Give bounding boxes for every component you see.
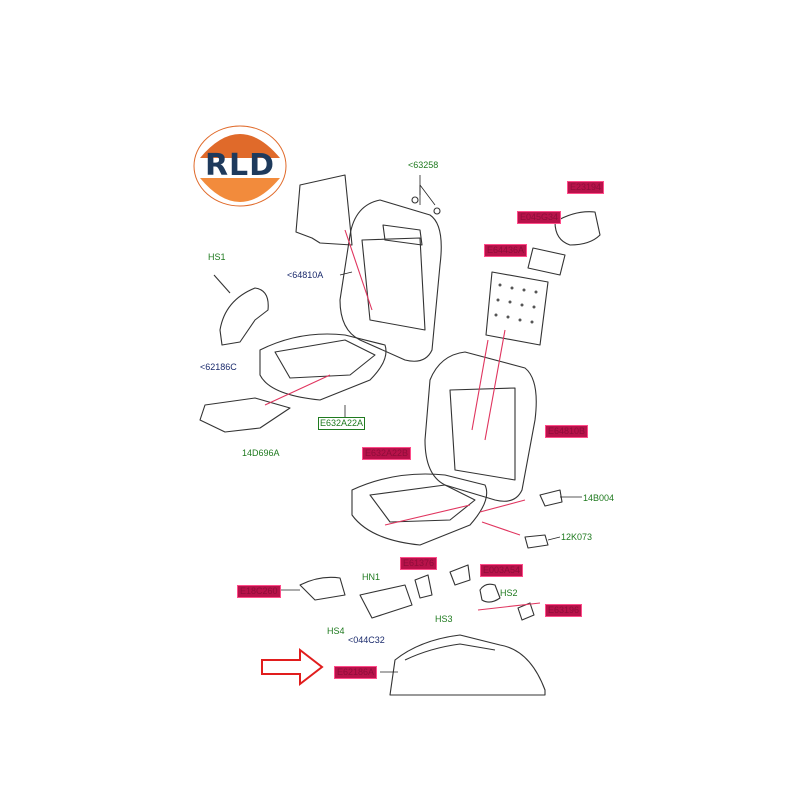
logo-text: RLD <box>204 148 276 183</box>
label-12K073: 12K073 <box>561 532 593 542</box>
bracket-044C32 <box>359 584 413 619</box>
clip-12K073 <box>524 534 549 549</box>
lower-backrest-frame <box>424 351 537 502</box>
label-63258: <63258 <box>408 160 439 170</box>
side-shield <box>389 634 546 696</box>
label-14B004: 14B004 <box>583 493 615 503</box>
redacted-label-63196: E63196 <box>545 604 583 617</box>
redacted-label-64436A: E64436A <box>484 244 528 257</box>
label-HS4: HS4 <box>327 626 345 636</box>
label-HN1: HN1 <box>362 572 381 582</box>
recliner-lever <box>219 287 269 346</box>
lower-seat-cushion <box>351 473 488 546</box>
label-HS3: HS3 <box>435 614 453 624</box>
lumbar-control-panel <box>527 247 566 276</box>
redacted-label-632A22B: E632A22B <box>362 447 412 460</box>
redacted-label-23194: E23194 <box>567 181 605 194</box>
redacted-label-045G34: E045G34 <box>517 211 562 224</box>
redacted-label-64810B: E64810B <box>545 425 589 438</box>
connector-14B004 <box>539 489 563 507</box>
upper-seat-cushion <box>259 333 387 401</box>
redacted-label-61376: E61376 <box>400 557 438 570</box>
upper-backrest-frame <box>339 199 442 362</box>
label-HS2: HS2 <box>500 588 518 598</box>
label-044C32: <044C32 <box>348 635 385 645</box>
redacted-label-18C260: E18C260 <box>237 585 281 598</box>
label-62186C: <62186C <box>200 362 237 372</box>
backrest-cover-panel <box>295 174 353 246</box>
rld-logo: RLD <box>186 118 294 214</box>
label-HS1: HS1 <box>208 252 226 262</box>
red-arrow <box>261 647 324 687</box>
bracket-18C260 <box>299 576 346 601</box>
trim-panel <box>479 583 501 603</box>
seat-pad <box>199 397 291 433</box>
redacted-label-62186A: E62186A <box>334 666 378 679</box>
label-14D696A: 14D696A <box>242 448 280 458</box>
label-64810A: <64810A <box>287 270 324 280</box>
label-632A22A: E632A22A <box>318 417 366 430</box>
handle-61376 <box>414 574 433 599</box>
bracket-003A54 <box>449 564 471 586</box>
lumbar-mat <box>485 271 549 346</box>
lumbar-pump <box>554 211 601 246</box>
redacted-label-003A54: E003A54 <box>480 564 524 577</box>
